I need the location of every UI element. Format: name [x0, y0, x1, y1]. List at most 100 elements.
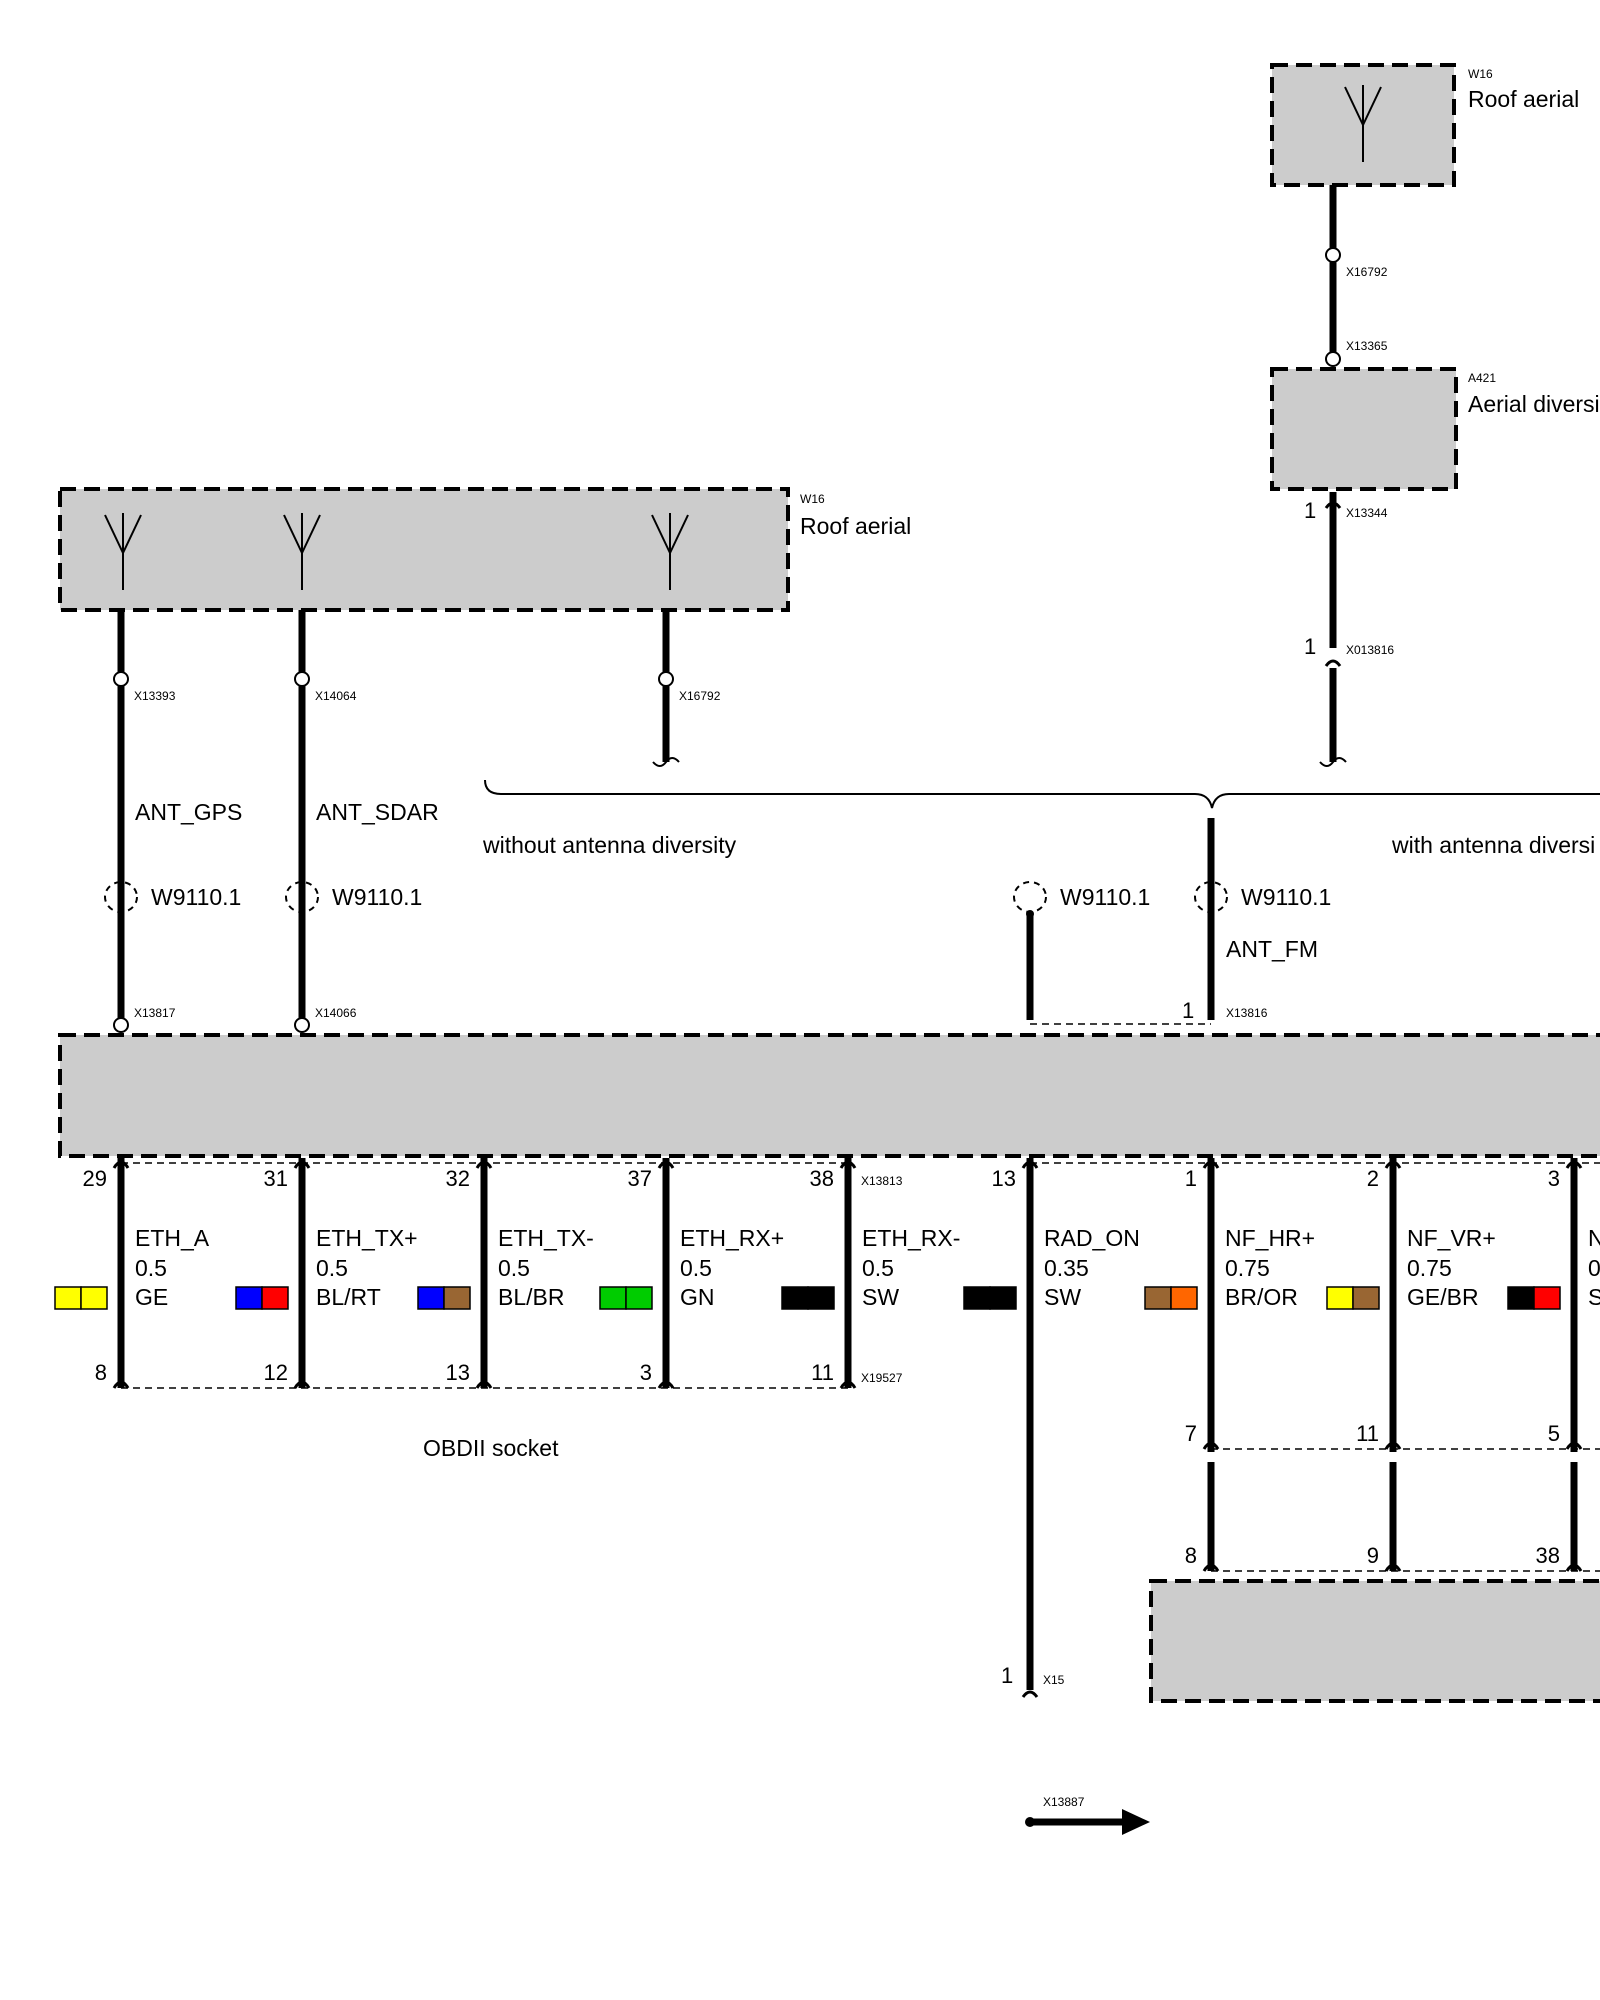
connector-label: X13816	[1226, 1006, 1268, 1020]
wire-break	[1206, 1452, 1216, 1462]
signal-label: ETH_RX-	[862, 1225, 960, 1251]
pin-cap	[1565, 1160, 1583, 1169]
antenna-icon	[283, 513, 321, 590]
signal-label: N	[1588, 1225, 1600, 1251]
pin-cap	[293, 1380, 311, 1389]
signal-label: ETH_RX+	[680, 1225, 784, 1251]
pin-cap	[1384, 1160, 1402, 1169]
connector-label: X013816	[1346, 643, 1394, 657]
pin-label: 1	[1182, 998, 1194, 1023]
pin-cap	[657, 1380, 675, 1389]
shield-icon	[1013, 881, 1047, 913]
pin-label: 13	[446, 1360, 470, 1385]
wire-color-label: GE/BR	[1407, 1284, 1479, 1310]
signal-label: NF_HR+	[1225, 1225, 1315, 1251]
wire-size-label: 0	[1588, 1255, 1600, 1281]
wire-color-label: GE	[135, 1284, 168, 1310]
wire-color-swatch	[1144, 1286, 1172, 1310]
pin-cap	[293, 1160, 311, 1169]
connector-dot	[1325, 351, 1341, 367]
roof-aerial-top-name: Roof aerial	[1468, 86, 1579, 112]
wire-color-swatch	[1533, 1286, 1561, 1310]
wire-size-label: 0.5	[135, 1255, 167, 1281]
shield-icon	[1194, 881, 1228, 913]
pin-cap	[1565, 1441, 1583, 1450]
wire-color-swatch	[625, 1286, 653, 1310]
pin-cap	[112, 1380, 130, 1389]
connector-label: X19527	[861, 1371, 903, 1385]
connector-dot	[1325, 247, 1341, 263]
roof-aerial-left-name: Roof aerial	[800, 513, 911, 539]
pin-cap	[1202, 1160, 1220, 1169]
pin-label: 11	[1356, 1421, 1379, 1446]
pin-label: 9	[1367, 1543, 1379, 1568]
connector-label: X13365	[1346, 339, 1388, 353]
wire-color-label: GN	[680, 1284, 715, 1310]
pin-label: 29	[83, 1166, 107, 1191]
connector-label: X14066	[315, 1006, 357, 1020]
wire-size-label: 0.5	[498, 1255, 530, 1281]
signal-label: ANT_SDAR	[316, 799, 439, 825]
wire-color-label: BL/RT	[316, 1284, 381, 1310]
wire-color-label: BL/BR	[498, 1284, 564, 1310]
main-unit-box[interactable]	[58, 1033, 1600, 1158]
wire-color-swatch	[1170, 1286, 1198, 1310]
pin-cap	[1565, 1563, 1583, 1572]
pin-cap	[1202, 1563, 1220, 1572]
wire-size-label: 0.75	[1225, 1255, 1270, 1281]
signal-label: ETH_TX-	[498, 1225, 594, 1251]
pin-label: 12	[264, 1360, 288, 1385]
pin-label: 38	[1536, 1543, 1560, 1568]
signal-label: NF_VR+	[1407, 1225, 1496, 1251]
connector-label: X13393	[134, 689, 176, 703]
pin-label: 11	[811, 1360, 834, 1385]
pin-label: 1	[1304, 634, 1316, 659]
wire-color-swatch	[781, 1286, 809, 1310]
pin-label: 38	[810, 1166, 834, 1191]
variant-without-label: without antenna diversity	[482, 832, 737, 858]
connector-label: X13887	[1043, 1795, 1085, 1809]
variant-with-label: with antenna diversi	[1391, 832, 1595, 858]
aerial-diversity-box[interactable]	[1270, 367, 1458, 491]
pin-label: 3	[1548, 1166, 1560, 1191]
pin-label: 1	[1001, 1663, 1013, 1688]
wire-color-swatch	[1326, 1286, 1354, 1310]
pin-label: 1	[1304, 498, 1316, 523]
pin-cap	[1384, 1563, 1402, 1572]
pin-label: 8	[1185, 1543, 1197, 1568]
wire-break	[1569, 1452, 1579, 1462]
connector-label: X16792	[679, 689, 721, 703]
wire-color-swatch	[1352, 1286, 1380, 1310]
signal-label: ANT_FM	[1226, 936, 1318, 962]
variant-brace	[484, 779, 1600, 809]
wire-color-swatch	[989, 1286, 1017, 1310]
pin-label: 37	[628, 1166, 652, 1191]
signal-label: ETH_A	[135, 1225, 210, 1251]
connector-label: X14064	[315, 689, 357, 703]
shield-label: W9110.1	[151, 884, 241, 910]
connector-dot	[294, 671, 310, 687]
wire-group: 29ETH_A0.5GE831ETH_TX+0.5BL/RT1232ETH_TX…	[54, 1158, 1600, 1690]
wire-color-label: BR/OR	[1225, 1284, 1298, 1310]
pin-cap	[839, 1380, 857, 1389]
pin-label: 13	[992, 1166, 1016, 1191]
pin-label: 31	[264, 1166, 288, 1191]
connector-label: X16792	[1346, 265, 1388, 279]
connector-dot	[113, 671, 129, 687]
lower-unit-box[interactable]	[1149, 1579, 1600, 1703]
obd-socket-label: OBDII socket	[423, 1435, 559, 1461]
aerial-diversity-code: A421	[1468, 371, 1496, 385]
roof-aerial-left-box[interactable]	[58, 487, 790, 612]
shield-icon	[104, 881, 138, 913]
pin-cap	[1202, 1441, 1220, 1450]
wire-color-swatch	[443, 1286, 471, 1310]
pin-cap	[1021, 1160, 1039, 1169]
shield-label: W9110.1	[1241, 884, 1331, 910]
pin-cap	[112, 1160, 130, 1169]
wire-color-label: SW	[1044, 1284, 1081, 1310]
wire-color-swatch	[963, 1286, 991, 1310]
wire-color-swatch	[807, 1286, 835, 1310]
wire-size-label: 0.5	[316, 1255, 348, 1281]
shield-icon	[285, 881, 319, 913]
